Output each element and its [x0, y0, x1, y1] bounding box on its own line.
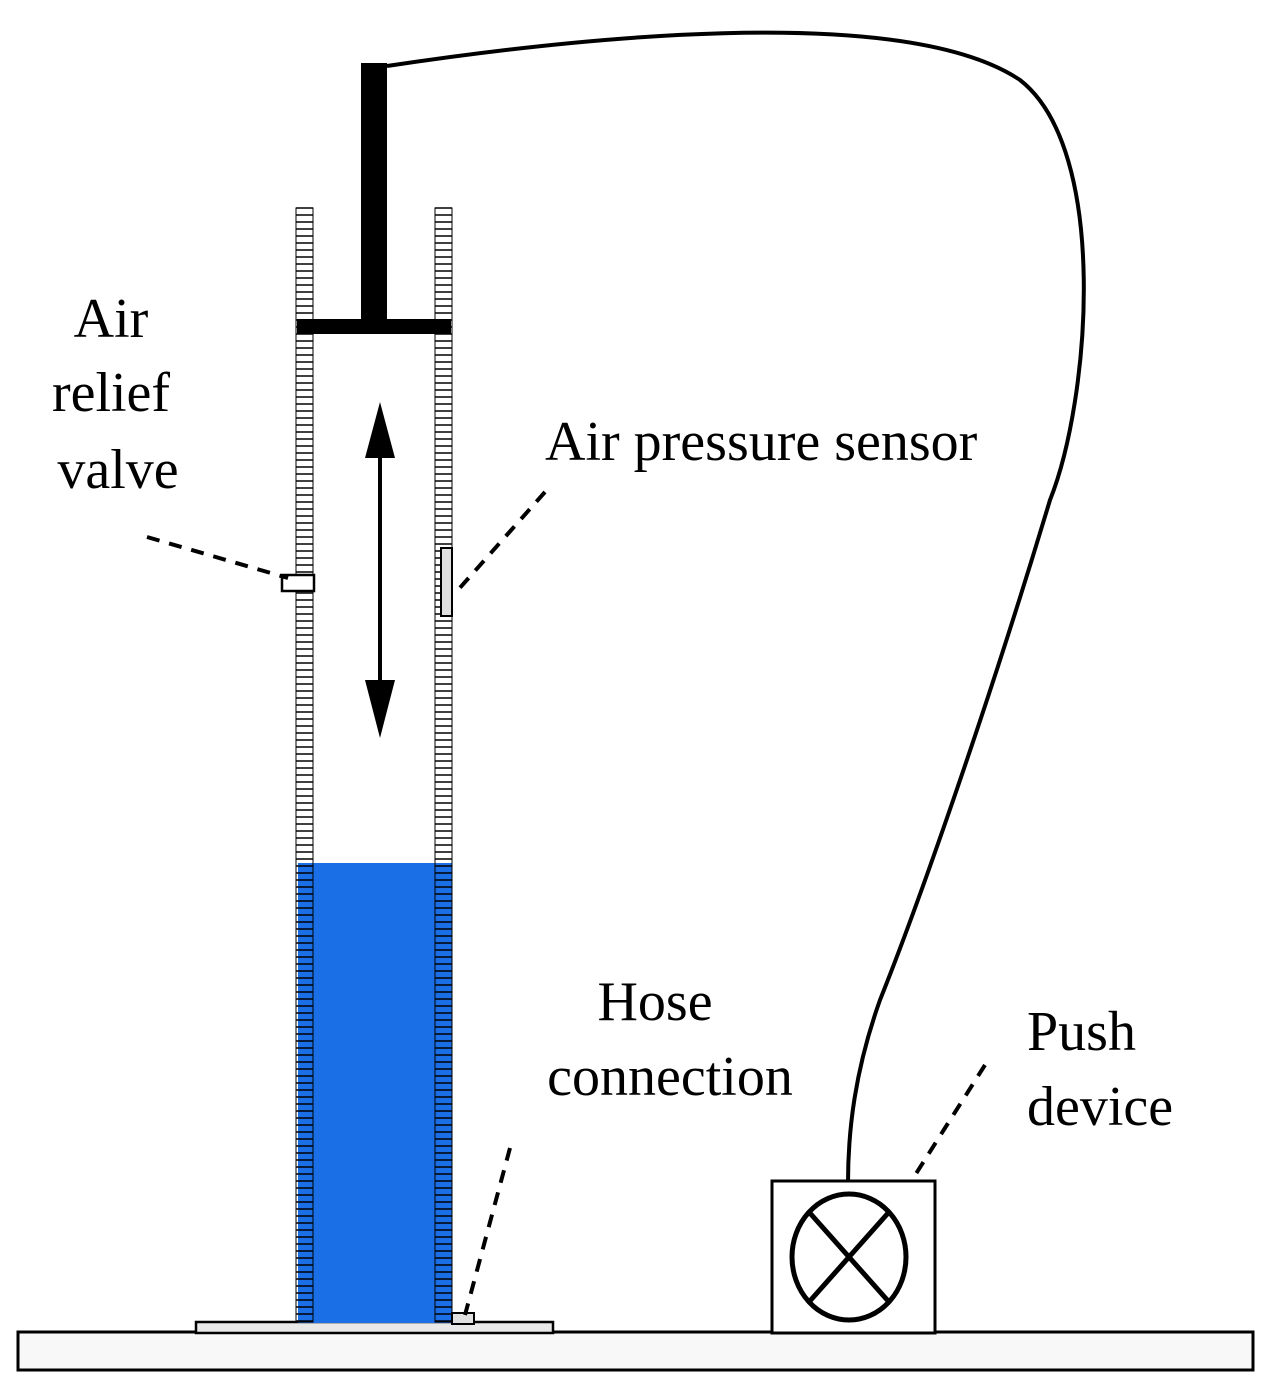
cylinder-left-wall [295, 207, 314, 1323]
leader-air-relief-valve [146, 535, 289, 580]
cylinder-foot-plate [194, 1320, 555, 1335]
label-hose-connection: Hose connection [547, 971, 793, 1108]
leader-air-pressure-sensor [456, 490, 547, 592]
water-column [298, 863, 452, 1323]
double-arrow-icon [365, 402, 395, 738]
leader-push-device [910, 1063, 987, 1182]
label-air-pressure-sensor: Air pressure sensor [545, 411, 978, 473]
circle-cross-icon [789, 1191, 909, 1323]
air-pressure-sensor-nub [440, 547, 453, 617]
air-relief-valve-nub [280, 573, 316, 593]
label-push-device: Push device [1027, 1001, 1173, 1138]
push-device-box [770, 1179, 937, 1335]
hose-connector-nub [451, 1312, 475, 1325]
label-air-relief-valve: Air relief valve [52, 288, 184, 501]
table-base [16, 1330, 1255, 1372]
leader-hose-connection [463, 1147, 512, 1316]
piston-head [297, 319, 451, 334]
piston-rod [361, 63, 387, 321]
push-device-cable [386, 30, 1086, 1184]
